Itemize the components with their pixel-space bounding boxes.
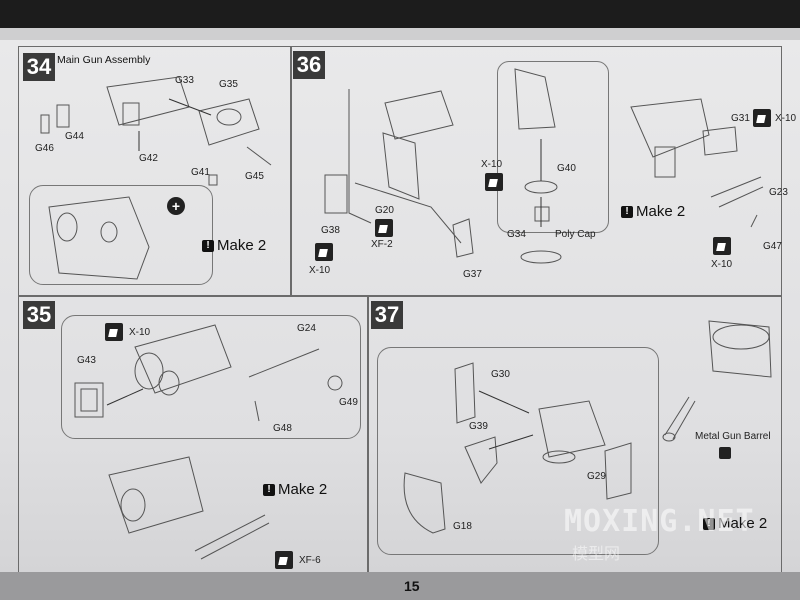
label-g45: G45 — [245, 171, 264, 182]
step-34-title: Main Gun Assembly — [57, 54, 151, 66]
step-36-make-label: !Make 2 — [621, 203, 685, 220]
label-g34: G34 — [507, 229, 526, 240]
step-37-detail-callout — [377, 347, 659, 555]
step-36-detail-callout — [497, 61, 609, 233]
paint-icon — [485, 173, 503, 191]
label-g33: G33 — [175, 75, 194, 86]
paint-icon — [375, 219, 393, 237]
label-x10-d: X-10 — [711, 259, 733, 270]
step-36-number: 36 — [293, 51, 325, 79]
gun-shield-parts-drawing — [403, 320, 772, 534]
label-g39: G39 — [469, 421, 488, 432]
label-g18: G18 — [453, 521, 472, 532]
step-34-number: 34 — [23, 53, 55, 81]
label-g30: G30 — [491, 369, 510, 380]
paint-icon — [275, 551, 293, 569]
bang-icon: ! — [263, 483, 275, 496]
step-37-number: 37 — [371, 301, 403, 329]
main-gun-parts-drawing — [40, 76, 272, 186]
label-g43: G43 — [77, 355, 96, 366]
step-36-panel: 36 G40 X-10 G20 XF-2 G38 X-10 G37 G34 Po… — [290, 46, 796, 296]
step-37-make-label: !Make 2 — [703, 515, 767, 532]
watermark-subtext: 模型网 — [572, 546, 621, 563]
label-g42: G42 — [139, 153, 158, 164]
paint-icon — [713, 237, 731, 255]
zoom-icon: + — [167, 197, 185, 215]
paint-icon — [315, 243, 333, 261]
label-g47: G47 — [763, 241, 782, 252]
label-g23: G23 — [769, 187, 788, 198]
page-number: 15 — [404, 578, 420, 594]
gun-mount-parts-drawing — [324, 68, 764, 264]
label-g44: G44 — [65, 131, 84, 142]
label-poly-cap: Poly Cap — [555, 229, 596, 240]
label-g40: G40 — [557, 163, 576, 174]
label-x10-a: X-10 — [481, 159, 503, 170]
step-35-panel: 35 X-10 G43 G24 G49 G48 !Make 2 XF-6 — [18, 296, 368, 578]
page-bottom-bar — [0, 572, 800, 600]
step-34-make-label: !Make 2 — [202, 237, 266, 254]
step-35-make-label: !Make 2 — [263, 481, 327, 498]
step-35-number: 35 — [23, 301, 55, 329]
watermark-text: MOXING.NET — [564, 504, 755, 539]
bang-icon: ! — [621, 205, 633, 218]
paint-icon — [753, 109, 771, 127]
label-g35: G35 — [219, 79, 238, 90]
label-g48: G48 — [273, 423, 292, 434]
step-34-panel: 34 Main Gun Assembly G33 G35 G46 G44 G42… — [18, 46, 292, 296]
label-xf6: XF-6 — [299, 555, 321, 566]
paint-icon — [105, 323, 123, 341]
step-37-panel: 37 G30 G39 G29 G18 Metal Gun Barrel !Mak… — [368, 296, 782, 578]
breech-parts-drawing — [74, 324, 343, 560]
label-g46: G46 — [35, 143, 54, 154]
bang-icon: ! — [703, 517, 715, 530]
label-g20: G20 — [375, 205, 394, 216]
label-g24: G24 — [297, 323, 316, 334]
label-g49: G49 — [339, 397, 358, 408]
label-g41: G41 — [191, 167, 210, 178]
step-34-detail-callout — [29, 185, 213, 285]
label-x10-e: X-10 — [129, 327, 151, 338]
page-top-strip — [0, 28, 800, 42]
step-35-detail-callout — [61, 315, 361, 439]
label-g38: G38 — [321, 225, 340, 236]
label-x10-b: X-10 — [309, 265, 331, 276]
bang-icon: ! — [202, 239, 214, 252]
label-metal-gun-barrel: Metal Gun Barrel — [695, 431, 771, 442]
label-g31: G31 — [731, 113, 750, 124]
glue-icon — [719, 447, 731, 459]
label-g37: G37 — [463, 269, 482, 280]
label-x10-c: X-10 — [775, 113, 797, 124]
label-xf2: XF-2 — [371, 239, 393, 250]
assembled-gun-drawing — [48, 196, 150, 280]
label-g29: G29 — [587, 471, 606, 482]
